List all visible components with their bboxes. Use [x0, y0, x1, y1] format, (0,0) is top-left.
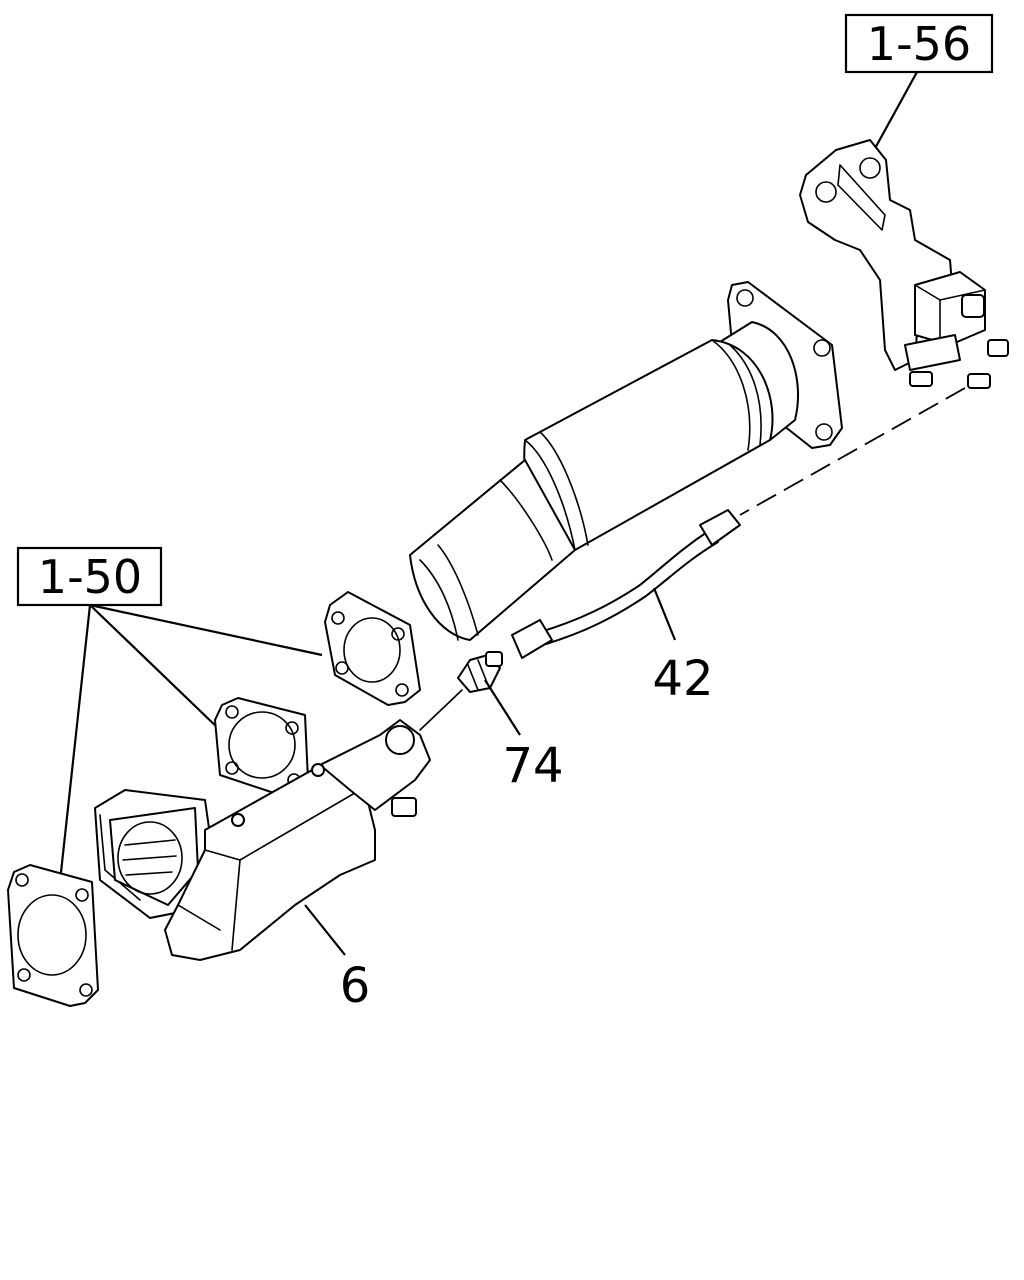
- leader-1-56: [872, 71, 918, 153]
- leaders-1-50: [56, 603, 323, 901]
- leader-74: [484, 679, 521, 736]
- connection-line: [739, 387, 966, 516]
- fitting-part-74: [457, 651, 503, 693]
- fitting-axis-line: [419, 689, 463, 731]
- leader-6: [304, 904, 346, 956]
- throttle-body-part-6: [94, 719, 431, 961]
- reference-box-1-50[interactable]: 1-50: [16, 546, 163, 607]
- reference-label-1-56: 1-56: [867, 17, 971, 71]
- reference-label-1-50: 1-50: [38, 550, 142, 604]
- callout-74: 74: [502, 738, 563, 794]
- leader-42: [652, 587, 677, 641]
- hose-part-42: [511, 509, 741, 659]
- callout-42: 42: [652, 651, 713, 707]
- callout-6: 6: [340, 958, 371, 1014]
- catalytic-converter: [324, 281, 843, 706]
- reference-box-1-56[interactable]: 1-56: [844, 13, 994, 74]
- bracket-assembly: [799, 139, 1009, 389]
- gasket-bottom: [7, 864, 99, 1007]
